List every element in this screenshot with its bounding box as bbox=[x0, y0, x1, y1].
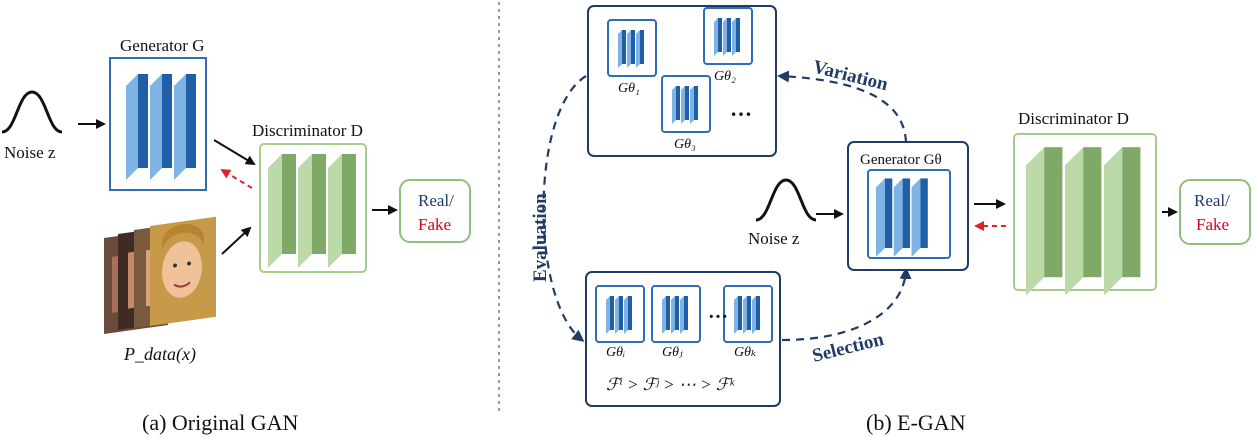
egan-panel: Gθ₁ Gθ₂ Gθ₃ … … Gθᵢ Gθⱼ Gθₖ ℱⁱ > ℱʲ > ⋯ … bbox=[530, 5, 1251, 435]
generator-label: Generator G bbox=[120, 36, 205, 55]
selected-generator-k-icon bbox=[723, 285, 773, 343]
population-label-1: Gθ₁ bbox=[618, 81, 640, 96]
population-generator-1-icon bbox=[607, 19, 657, 77]
selected-label-i: Gθᵢ bbox=[606, 345, 625, 360]
population-generator-2-icon bbox=[703, 7, 753, 65]
data-distribution-label: P_data(x) bbox=[123, 344, 196, 365]
output-box bbox=[399, 179, 471, 243]
noise-label: Noise z bbox=[4, 143, 56, 162]
variation-label: Variation bbox=[811, 56, 891, 95]
noise-distribution-icon-egan bbox=[754, 178, 818, 222]
selected-ellipsis: … bbox=[708, 301, 728, 323]
noise-label-egan: Noise z bbox=[748, 229, 800, 248]
gen-to-disc-arrow bbox=[213, 139, 256, 166]
gradient-feedback-arrow bbox=[220, 168, 253, 189]
evaluation-label: Evaluation bbox=[530, 193, 551, 282]
egan-output-fake-label: Fake bbox=[1196, 215, 1229, 234]
discriminator-network-icon bbox=[268, 154, 356, 268]
egan-output-real-label: Real/ bbox=[1194, 191, 1230, 210]
egan-discriminator-label: Discriminator D bbox=[1018, 109, 1129, 128]
selection-label: Selection bbox=[810, 329, 886, 367]
selection-arrow bbox=[781, 267, 912, 342]
egan-generator-network-icon bbox=[876, 178, 928, 257]
selected-label-j: Gθⱼ bbox=[662, 345, 683, 360]
egan-discriminator-network-icon bbox=[1026, 147, 1141, 296]
real-data-images bbox=[104, 216, 216, 334]
caption-a: (a) Original GAN bbox=[142, 410, 299, 435]
generator-network-icon bbox=[126, 74, 196, 180]
population-ellipsis: … bbox=[730, 96, 752, 121]
selected-generator-j-icon bbox=[651, 285, 701, 343]
population-label-3: Gθ₃ bbox=[674, 137, 696, 152]
data-to-disc-arrow bbox=[221, 226, 252, 255]
noise-distribution-icon bbox=[0, 90, 64, 134]
selected-generator-i-icon bbox=[595, 285, 645, 343]
evaluation-arrow bbox=[542, 75, 587, 342]
variation-arrow bbox=[777, 70, 908, 143]
population-generator-3-icon bbox=[661, 75, 711, 133]
population-label-2: Gθ₂ bbox=[714, 69, 736, 84]
selected-label-k: Gθₖ bbox=[734, 345, 756, 360]
original-gan-panel: Noise z Generator G bbox=[0, 36, 471, 435]
fitness-order-label: ℱⁱ > ℱʲ > ⋯ > ℱᵏ bbox=[606, 375, 735, 394]
output-real-label: Real/ bbox=[418, 191, 454, 210]
caption-b: (b) E-GAN bbox=[866, 410, 966, 435]
discriminator-label: Discriminator D bbox=[252, 121, 363, 140]
output-fake-label: Fake bbox=[418, 215, 451, 234]
egan-output-box bbox=[1179, 179, 1251, 245]
egan-generator-label: Generator Gθ bbox=[860, 152, 942, 168]
